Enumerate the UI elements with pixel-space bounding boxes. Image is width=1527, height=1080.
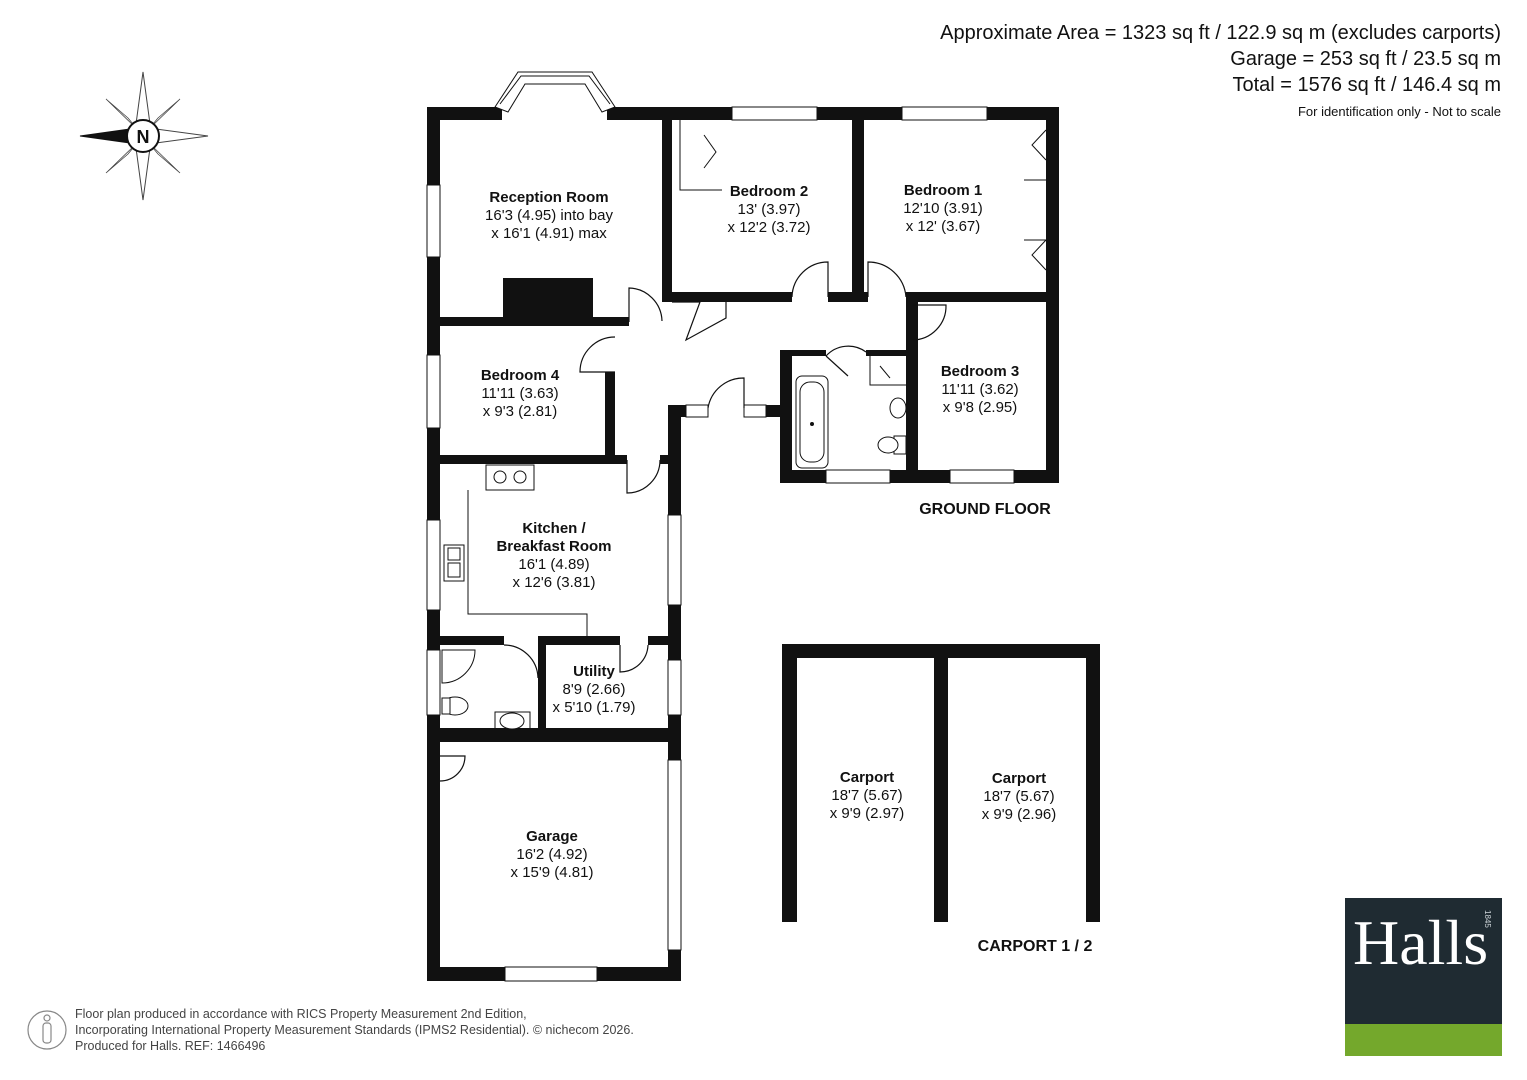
carport-a-name: Carport: [840, 769, 894, 786]
footer-line-2: Incorporating International Property Mea…: [75, 1023, 634, 1037]
bedroom1-dim1: 12'10 (3.91): [903, 200, 983, 217]
fixtures: [441, 120, 1047, 730]
bedroom2-dim2: x 12'2 (3.72): [728, 219, 811, 236]
kitchen-dim2: x 12'6 (3.81): [513, 574, 596, 591]
hob-icon: [485, 464, 535, 491]
garage-name: Garage: [526, 828, 578, 845]
halls-logo: Halls 1845: [1345, 898, 1502, 1056]
ground-floor-label: GROUND FLOOR: [919, 501, 1051, 518]
carport-b-dim2: x 9'9 (2.96): [982, 806, 1057, 823]
bedroom3-name: Bedroom 3: [941, 363, 1019, 380]
reception-room-dim1: 16'3 (4.95) into bay: [485, 207, 613, 224]
room-labels: Reception Room 16'3 (4.95) into bay x 16…: [481, 182, 1093, 955]
bedroom1-dim2: x 12' (3.67): [906, 218, 981, 235]
person-icon: [27, 1010, 67, 1050]
utility-dim2: x 5'10 (1.79): [553, 699, 636, 716]
kitchen-name-line1: Kitchen /: [522, 520, 586, 537]
bedroom2-dim1: 13' (3.97): [738, 201, 801, 218]
shower-icon: [441, 649, 476, 684]
reception-room-dim2: x 16'1 (4.91) max: [491, 225, 607, 242]
bedroom4-name: Bedroom 4: [481, 367, 560, 384]
basin-icon: [889, 397, 907, 419]
kitchen-dim1: 16'1 (4.89): [518, 556, 589, 573]
garage-dim2: x 15'9 (4.81): [511, 864, 594, 881]
logo-word: Halls: [1353, 907, 1489, 978]
bedroom3-dim1: 11'11 (3.62): [941, 381, 1018, 398]
footer-line-1: Floor plan produced in accordance with R…: [75, 1007, 527, 1021]
windows: [426, 71, 1015, 982]
scale-note: For identification only - Not to scale: [1297, 104, 1501, 119]
utility-name: Utility: [573, 663, 615, 680]
utility-dim1: 8'9 (2.66): [563, 681, 626, 698]
compass-icon: N: [79, 71, 209, 201]
logo-accent-bar: [1345, 1024, 1502, 1056]
footer-line-3: Produced for Halls. REF: 1466496: [75, 1039, 266, 1053]
area-line-2: Garage = 253 sq ft / 23.5 sq m: [1230, 48, 1501, 70]
bedroom4-dim2: x 9'3 (2.81): [483, 403, 558, 420]
carport-floor-label: CARPORT 1 / 2: [978, 938, 1093, 955]
bedroom3-dim2: x 9'8 (2.95): [943, 399, 1018, 416]
door-swings: [439, 261, 947, 782]
carport-a-dim2: x 9'9 (2.97): [830, 805, 905, 822]
area-line-3: Total = 1576 sq ft / 146.4 sq m: [1232, 74, 1502, 96]
bedroom2-name: Bedroom 2: [730, 183, 808, 200]
carport-a-dim1: 18'7 (5.67): [831, 787, 902, 804]
bedroom1-name: Bedroom 1: [904, 182, 982, 199]
area-line-1: Approximate Area = 1323 sq ft / 122.9 sq…: [940, 22, 1501, 44]
carport-b-dim1: 18'7 (5.67): [983, 788, 1054, 805]
logo-year: 1845: [1483, 910, 1492, 928]
bedroom4-dim1: 11'11 (3.63): [481, 385, 558, 402]
compass-label: N: [137, 127, 150, 147]
reception-room-name: Reception Room: [489, 189, 608, 206]
carport-walls: [782, 644, 1100, 922]
garage-dim1: 16'2 (4.92): [516, 846, 587, 863]
footer-text: Floor plan produced in accordance with R…: [75, 1006, 634, 1054]
carport-b-name: Carport: [992, 770, 1046, 787]
kitchen-name-line2: Breakfast Room: [496, 538, 611, 555]
